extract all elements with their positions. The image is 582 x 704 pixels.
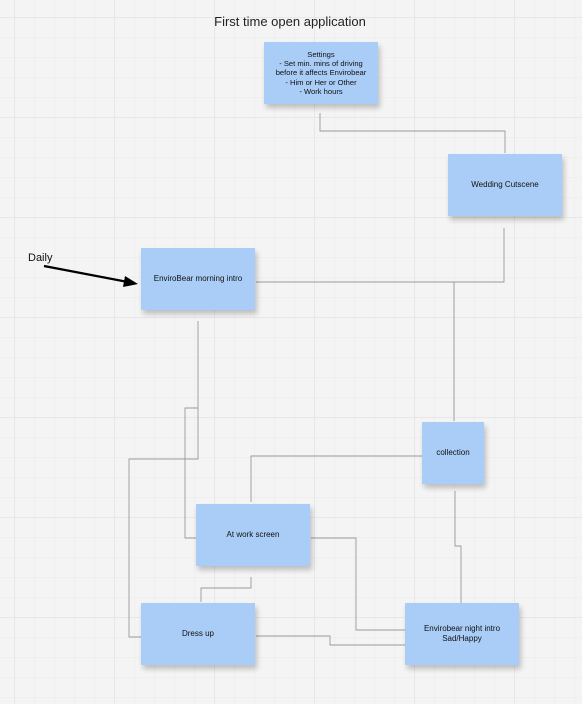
note-dress-up[interactable]: Dress up xyxy=(141,603,255,665)
note-settings-line: before it affects Envirobear xyxy=(275,68,367,78)
note-collection-label: collection xyxy=(436,448,470,458)
daily-label: Daily xyxy=(28,252,53,264)
note-night-line: Envirobear night intro xyxy=(423,624,501,634)
connector-dressup-night[interactable] xyxy=(256,635,405,646)
daily-arrowhead xyxy=(123,276,138,287)
note-dress-label: Dress up xyxy=(181,629,214,639)
note-night-line: Sad/Happy xyxy=(442,634,482,643)
connector-collection-night[interactable] xyxy=(454,491,462,603)
connector-workscreen-dressup[interactable] xyxy=(200,577,252,602)
note-night-text: Envirobear night intro Sad/Happy xyxy=(424,624,500,644)
connector-wedding-morning[interactable] xyxy=(256,228,505,283)
note-wedding-label: Wedding Cutscene xyxy=(471,180,539,190)
note-settings-line: - Set min. mins of driving xyxy=(279,59,363,69)
daily-arrow[interactable] xyxy=(43,264,129,284)
note-settings-line: - Him or Her or Other xyxy=(285,77,357,87)
connector-morning-collection[interactable] xyxy=(256,281,455,421)
diagram-title: First time open application xyxy=(214,14,366,29)
connector-collection-workscreen[interactable] xyxy=(250,455,422,502)
connector-morning-workscreen[interactable] xyxy=(184,321,199,539)
note-wedding-cutscene[interactable]: Wedding Cutscene xyxy=(448,154,562,216)
note-settings-text: Settings - Set min. mins of driving befo… xyxy=(276,50,367,96)
connector-morning-dressup[interactable] xyxy=(128,408,199,638)
note-morning-label: EnviroBear morning intro xyxy=(153,274,243,284)
note-settings-line: - Work hours xyxy=(299,86,343,96)
note-envirobear-morning-intro[interactable]: EnviroBear morning intro xyxy=(141,248,255,310)
note-collection[interactable]: collection xyxy=(422,422,484,484)
note-at-work-screen[interactable]: At work screen xyxy=(196,504,310,566)
note-work-label: At work screen xyxy=(226,530,280,540)
connector-workscreen-night[interactable] xyxy=(311,537,405,631)
note-settings-line: Settings xyxy=(307,49,335,59)
note-envirobear-night-intro[interactable]: Envirobear night intro Sad/Happy xyxy=(405,603,519,665)
note-settings[interactable]: Settings - Set min. mins of driving befo… xyxy=(264,42,378,104)
connector-settings-wedding[interactable] xyxy=(319,113,506,153)
